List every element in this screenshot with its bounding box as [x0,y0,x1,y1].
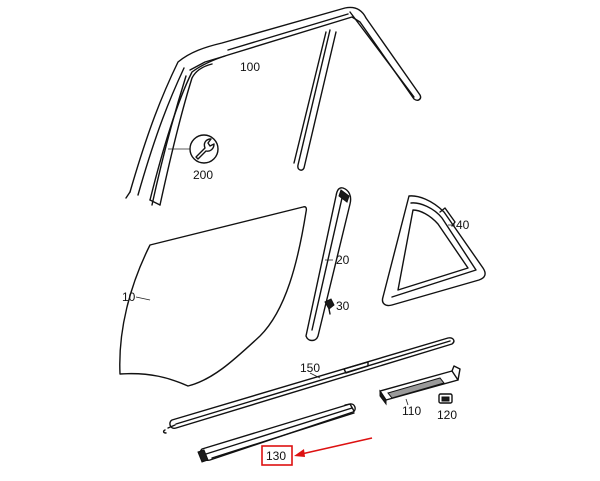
part-110-bracket [379,365,461,406]
highlight-arrow [296,437,373,456]
highlight-box [261,445,293,466]
callout-150: 150 [300,361,320,375]
callout-110: 110 [402,404,421,418]
callout-200: 200 [193,168,213,182]
part-100-frame-seal [125,6,422,206]
callout-100: 100 [240,60,260,74]
part-200-wrench [168,134,219,164]
callout-20: 20 [336,253,350,267]
callout-10: 10 [122,290,136,304]
arrowhead-icon [294,449,305,457]
part-30-clip [324,298,335,315]
callout-30: 30 [336,299,350,313]
part-40-quarter-glass [381,195,486,307]
part-10-door-glass [119,206,308,387]
callout-130: 130 [266,449,286,463]
part-130-inner-belt-seal [197,403,356,463]
callout-40: 40 [456,218,470,232]
part-20-pillar-trim [305,187,352,342]
highlight-130: 130 [261,437,373,466]
callout-120: 120 [437,408,457,422]
part-150-belt-moulding [162,337,455,434]
part-120-small-clip [438,393,453,404]
